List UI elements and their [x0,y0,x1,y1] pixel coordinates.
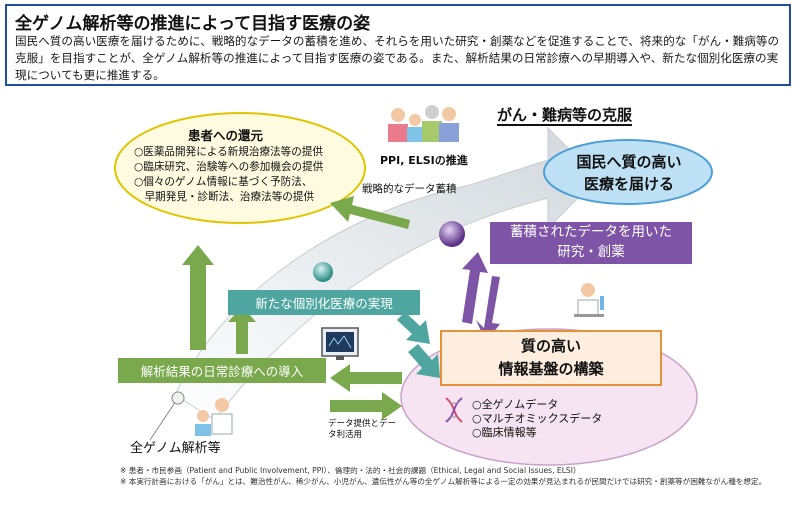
patient-ellipse [114,112,366,224]
infrastructure-line-2: 情報基盤の構築 [498,360,604,378]
research-line-2: 研究・創薬 [557,244,625,260]
teal-arrows [397,312,440,378]
patient-item: ○医薬品開発による新規治療法等の提供 [134,146,324,158]
header-description: 国民へ質の高い医療を届けるために、戦略的なデータの蓄積を進め、それらを用いた研究… [15,34,780,82]
purple-orb [439,221,465,247]
teal-orb [313,262,333,282]
patient-item: ○臨床研究、治験等への参加機会の提供 [134,161,324,173]
genome-analysis-label: 全ゲノム解析等 [130,441,221,456]
overcome-label: がん・難病等の克服 [497,106,633,126]
patient-item: ○個々のゲノム情報に基づく予防法、 [134,176,313,188]
purple-arrows [462,252,500,342]
family-icon [388,105,459,142]
doctor-icon [195,398,233,436]
infrastructure-item: ○全ゲノムデータ [472,398,559,411]
personalized-medicine-box: 新たな個別化医療の実現 [228,290,420,315]
genome-node [171,391,185,405]
dna-icon [445,397,463,423]
green-arrows [182,196,410,420]
research-box: 蓄積されたデータを用いた 研究・創薬 [490,222,692,264]
strategic-accumulation-label: 戦略的なデータ蓄積 [362,183,457,195]
footnote-1: ※ 患者・市民参画（Patient and Public Involvement… [120,466,581,475]
goal-line-2: 医療を届ける [583,175,674,193]
infrastructure-box: 質の高い 情報基盤の構築 [440,330,662,386]
page-title: 全ゲノム解析等の推進によって目指す医療の姿 [15,14,371,34]
infrastructure-item: ○マルチオミックスデータ [472,412,603,425]
goal-text: 国民へ質の高い 医療を届ける [548,151,710,195]
scientist-icon [574,283,604,317]
monitor-icon [321,327,359,360]
footnotes: ※ 患者・市民参画（Patient and Public Involvement… [120,466,790,487]
goal-ellipse [543,139,713,205]
patient-return-title: 患者への還元 [188,128,264,143]
data-provide-label: データ提供とデータ利活用 [328,419,397,440]
footnote-2: ※ 本実行計画における「がん」とは、難治性がん、稀少がん、小児がん、遺伝性がん等… [120,476,767,486]
ppi-elsi-label: PPI, ELSIの推進 [380,154,468,167]
header-box: 全ゲノム解析等の推進によって目指す医療の姿 国民へ質の高い医療を届けるために、戦… [5,4,791,86]
clinical-introduction-box: 解析結果の日常診療への導入 [118,358,326,383]
infrastructure-item: ○臨床情報等 [472,426,537,439]
infrastructure-line-1: 質の高い [520,337,581,355]
genome-line [149,397,179,441]
research-line-1: 蓄積されたデータを用いた [510,224,672,240]
patient-item: 早期発見・診断法、治療法等の提供 [134,191,315,203]
goal-line-1: 国民へ質の高い [576,153,682,171]
